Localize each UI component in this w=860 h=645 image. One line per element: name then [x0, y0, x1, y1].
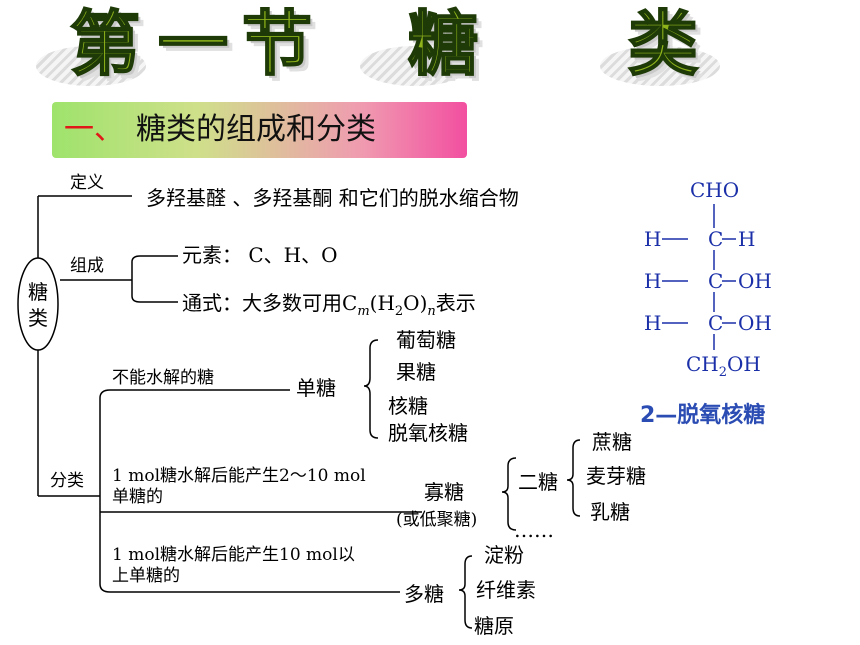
poly-example: 纤维素: [476, 578, 536, 602]
title-decoration: [360, 46, 470, 86]
formula-center-atom: C: [708, 269, 724, 293]
di-example: 麦芽糖: [586, 464, 646, 488]
formula-right-group: OH: [738, 311, 772, 335]
bottom-subscript: 2: [718, 365, 728, 380]
poly-example: 糖原: [474, 614, 514, 638]
composition-label: 组成: [70, 256, 104, 276]
di-example: 乳糖: [590, 500, 630, 524]
oligo-more: ……: [514, 518, 554, 542]
formula-suffix: 表示: [435, 291, 476, 315]
poly-condition: 1 mol糖水解后能产生10 mol以: [112, 545, 355, 565]
poly-example: 淀粉: [484, 543, 524, 567]
bottom-prefix: CH: [686, 352, 719, 376]
oligo-condition: 1 mol糖水解后能产生2～10 mol: [112, 466, 366, 486]
classification-label: 分类: [50, 471, 84, 491]
oligo-alt-name: (或低聚糖): [396, 510, 478, 530]
root-oval: [17, 257, 59, 351]
poly-name: 多糖: [404, 582, 444, 606]
formula-left-atom: H: [644, 269, 662, 293]
root-label-bottom: 类: [28, 306, 48, 330]
formula-center-atom: C: [708, 311, 724, 335]
disaccharide-name: 二糖: [518, 470, 558, 494]
formula-subscript-n: n: [427, 304, 436, 319]
formula-right-group: OH: [738, 269, 772, 293]
di-example: 蔗糖: [592, 430, 632, 454]
section-heading: 糖类的组成和分类: [136, 112, 376, 147]
title-decoration: [36, 46, 146, 86]
formula-prefix: 通式：大多数可用C: [182, 291, 358, 315]
section-prefix: 一、: [64, 112, 124, 147]
general-formula: 通式：大多数可用Cm(H2O)n表示: [182, 291, 476, 324]
bottom-suffix: OH: [727, 352, 761, 376]
mono-example: 葡萄糖: [396, 328, 456, 352]
formula-top-group: CHO: [690, 178, 740, 202]
title-char: 节: [241, 3, 313, 85]
mono-name: 单糖: [296, 376, 336, 400]
title-char: 一: [157, 3, 229, 85]
poly-condition: 上单糖的: [112, 566, 180, 586]
root-label-top: 糖: [28, 280, 48, 304]
title-char: 糖: [407, 3, 479, 85]
definition-text: 多羟基醛 、多羟基酮 和它们的脱水缩合物: [146, 186, 519, 210]
title-decoration: [600, 46, 720, 86]
formula-subscript-2: 2: [394, 304, 404, 319]
definition-label: 定义: [70, 173, 104, 193]
oligo-name: 寡糖: [424, 480, 464, 504]
formula-mid: (H: [369, 291, 395, 315]
mono-example: 脱氧核糖: [388, 421, 468, 445]
formula-left-atom: H: [644, 311, 662, 335]
mono-condition: 不能水解的糖: [112, 368, 214, 388]
formula-left-atom: H: [644, 227, 662, 251]
formula-mid2: O): [403, 291, 428, 315]
mono-example: 核糖: [388, 394, 428, 418]
structure-caption: 2—脱氧核糖: [640, 403, 766, 428]
oligo-condition: 单糖的: [112, 487, 163, 507]
formula-subscript-m: m: [357, 304, 370, 319]
formula-bottom-group: CH2OH: [686, 352, 761, 385]
mono-example: 果糖: [396, 360, 436, 384]
formula-right-group: H: [738, 227, 756, 251]
title-char: 类: [627, 3, 699, 85]
elements-text: 元素： C、H、O: [182, 243, 338, 267]
section-banner: 一、 糖类的组成和分类: [52, 102, 467, 158]
formula-center-atom: C: [708, 227, 724, 251]
title-char: 第: [69, 3, 141, 85]
